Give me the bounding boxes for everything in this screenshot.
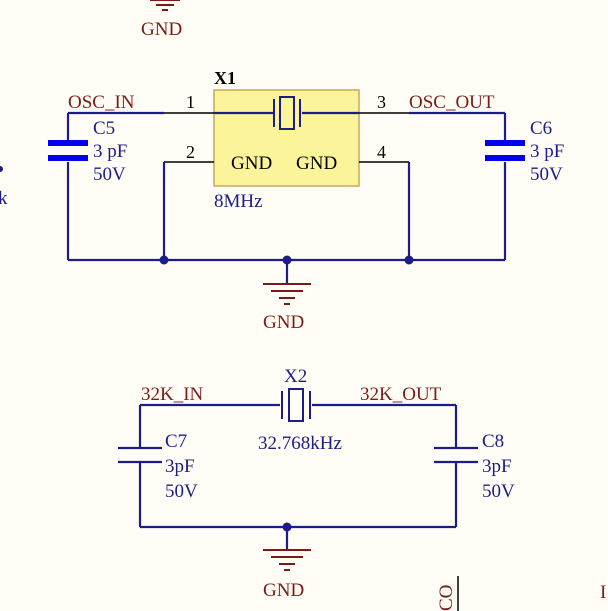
x1-body: [213, 89, 360, 187]
junction-dot: [282, 255, 292, 265]
bottom-right-fragment: I: [600, 582, 606, 603]
x2-crystal-icon: [281, 388, 311, 422]
gnd2-ground-symbol: [263, 549, 311, 571]
x1-crystal-icon: [273, 96, 301, 130]
gnd2-label: GND: [263, 580, 304, 601]
c8-voltage: 50V: [482, 481, 515, 502]
x2-value: 32.768kHz: [258, 433, 342, 454]
junction-dot: [159, 255, 169, 265]
net-label-osc-in: OSC_IN: [68, 92, 135, 113]
junction-dot: [404, 255, 414, 265]
x1-gnd-label-left: GND: [231, 153, 272, 174]
c6-value: 3 pF: [530, 141, 564, 162]
top-gnd-label: GND: [141, 19, 182, 40]
x2-designator: X2: [284, 366, 307, 387]
left-edge-fragment: k: [0, 188, 8, 209]
net-label-32k-in: 32K_IN: [141, 384, 204, 405]
c5-voltage: 50V: [93, 164, 126, 185]
x1-gnd-label-right: GND: [296, 153, 337, 174]
c7-capacitor-symbol: [118, 446, 162, 464]
c8-value: 3pF: [482, 456, 512, 477]
c6-voltage: 50V: [530, 164, 563, 185]
c6-designator: C6: [530, 118, 552, 139]
c5-designator: C5: [93, 118, 115, 139]
c6-capacitor-symbol: [485, 140, 525, 161]
top-ground-symbol: [150, 0, 180, 11]
c8-capacitor-symbol: [434, 446, 478, 464]
net-label-osc-out: OSC_OUT: [409, 92, 495, 113]
c8-designator: C8: [482, 431, 504, 452]
gnd1-label: GND: [263, 312, 304, 333]
c7-voltage: 50V: [165, 481, 198, 502]
left-edge-dot: [0, 166, 3, 172]
x1-pin4-number: 4: [377, 142, 386, 162]
net-label-32k-out: 32K_OUT: [360, 384, 442, 405]
x1-pin1-number: 1: [186, 92, 195, 112]
c5-value: 3 pF: [93, 141, 127, 162]
x1-value: 8MHz: [214, 191, 263, 212]
junction-dot: [282, 522, 292, 532]
x1-designator: X1: [214, 68, 236, 88]
gnd1-ground-symbol: [263, 283, 311, 305]
x1-pin3-number: 3: [377, 92, 386, 112]
x1-pin2-number: 2: [186, 142, 195, 162]
c7-value: 3pF: [165, 456, 195, 477]
c5-capacitor-symbol: [48, 140, 88, 161]
c7-designator: C7: [165, 431, 187, 452]
bottom-edge-fragment: CO: [436, 585, 457, 611]
